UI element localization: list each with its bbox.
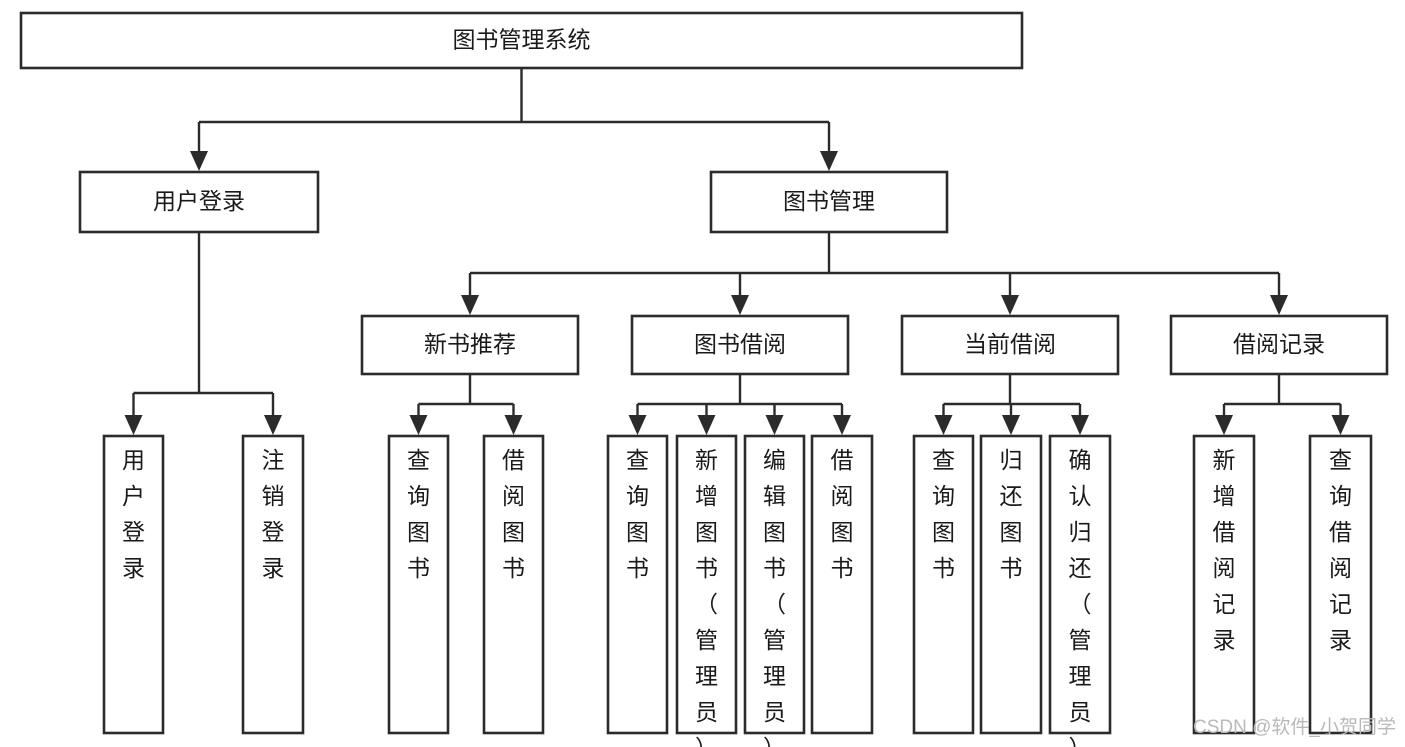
node-leaf-logout-login[interactable]: 注销登录 [241, 434, 305, 735]
arrow-head-icon [1002, 415, 1020, 435]
node-box-leaf-confirm-return-admin [1048, 434, 1112, 735]
arrow-head-icon [190, 151, 208, 171]
node-box-leaf-edit-book-admin [743, 434, 806, 735]
node-leaf-borrow-book[interactable]: 借阅图书 [810, 434, 874, 735]
node-box-leaf-add-book-admin [675, 434, 738, 735]
node-label-leaf-add-book-admin: 新增图书（管理员） [695, 447, 718, 747]
node-box-leaf-query-book-recommend [387, 434, 450, 735]
node-box-leaf-add-borrow-record [1192, 434, 1256, 735]
node-box-user-login [78, 170, 320, 234]
arrow-head-icon [1071, 415, 1089, 435]
node-leaf-query-book-borrow[interactable]: 查询图书 [606, 434, 669, 735]
node-box-leaf-return-book [979, 434, 1043, 735]
node-label-leaf-return-book: 归还图书 [1000, 447, 1023, 581]
node-box-leaf-logout-login [241, 434, 305, 735]
node-label-leaf-logout-login: 注销登录 [262, 447, 285, 581]
node-label-current-borrow: 当前借阅 [964, 331, 1056, 357]
arrow-head-icon [1270, 295, 1288, 315]
node-book-manage[interactable]: 图书管理 [709, 170, 949, 234]
arrow-head-icon [820, 151, 838, 171]
node-label-leaf-user-login: 用户登录 [122, 447, 145, 581]
node-label-leaf-add-borrow-record: 新增借阅记录 [1213, 447, 1236, 653]
arrow-head-icon [504, 415, 523, 435]
node-box-leaf-query-book-borrow [606, 434, 669, 735]
node-label-leaf-borrow-book-recommend: 借阅图书 [502, 447, 525, 581]
node-borrow-record[interactable]: 借阅记录 [1169, 314, 1389, 376]
watermark-label: CSDN @软件_小贺同学 [1193, 716, 1396, 738]
node-label-borrow-record: 借阅记录 [1233, 331, 1325, 357]
nodes-layer: 图书管理系统用户登录图书管理新书推荐图书借阅当前借阅借阅记录用户登录注销登录查询… [19, 11, 1389, 747]
node-label-leaf-query-book-borrow: 查询图书 [626, 447, 649, 581]
arrow-head-icon [264, 415, 282, 435]
node-current-borrow[interactable]: 当前借阅 [900, 314, 1120, 376]
node-leaf-add-book-admin[interactable]: 新增图书（管理员） [675, 434, 738, 747]
arrow-head-icon [765, 415, 784, 435]
node-leaf-query-borrow-record[interactable]: 查询借阅记录 [1308, 434, 1373, 735]
node-leaf-borrow-book-recommend[interactable]: 借阅图书 [482, 434, 545, 735]
node-leaf-query-book-current[interactable]: 查询图书 [912, 434, 975, 735]
connectors-layer [124, 68, 1350, 435]
node-label-leaf-query-borrow-record: 查询借阅记录 [1329, 447, 1352, 653]
node-box-borrow-record [1169, 314, 1389, 376]
node-label-root: 图书管理系统 [453, 27, 591, 53]
node-label-new-book-recommend: 新书推荐 [424, 331, 516, 357]
node-leaf-user-login[interactable]: 用户登录 [102, 434, 165, 735]
node-user-login[interactable]: 用户登录 [78, 170, 320, 234]
arrow-head-icon [1215, 415, 1233, 435]
node-label-book-manage: 图书管理 [783, 188, 875, 214]
node-leaf-edit-book-admin[interactable]: 编辑图书（管理员） [743, 434, 806, 747]
arrow-head-icon [833, 415, 851, 435]
node-label-book-borrow: 图书借阅 [694, 331, 786, 357]
arrow-head-icon [1331, 415, 1350, 435]
node-leaf-add-borrow-record[interactable]: 新增借阅记录 [1192, 434, 1256, 735]
node-book-borrow[interactable]: 图书借阅 [630, 314, 850, 376]
node-box-leaf-user-login [102, 434, 165, 735]
node-new-book-recommend[interactable]: 新书推荐 [360, 314, 580, 376]
arrow-head-icon [409, 415, 428, 435]
arrow-head-icon [628, 415, 647, 435]
node-label-leaf-confirm-return-admin: 确认归还（管理员） [1069, 447, 1092, 747]
arrow-head-icon [934, 415, 953, 435]
arrow-head-icon [1001, 295, 1019, 315]
node-box-leaf-query-book-current [912, 434, 975, 735]
arrow-head-icon [124, 415, 143, 435]
node-box-current-borrow [900, 314, 1120, 376]
arrow-head-icon [731, 295, 749, 315]
node-leaf-confirm-return-admin[interactable]: 确认归还（管理员） [1048, 434, 1112, 747]
node-label-leaf-edit-book-admin: 编辑图书（管理员） [763, 447, 786, 747]
node-root[interactable]: 图书管理系统 [19, 11, 1024, 70]
node-box-new-book-recommend [360, 314, 580, 376]
arrow-head-icon [461, 295, 479, 315]
node-leaf-query-book-recommend[interactable]: 查询图书 [387, 434, 450, 735]
node-box-root [19, 11, 1024, 70]
node-box-leaf-query-borrow-record [1308, 434, 1373, 735]
node-leaf-return-book[interactable]: 归还图书 [979, 434, 1043, 735]
node-box-book-manage [709, 170, 949, 234]
node-label-user-login: 用户登录 [153, 188, 245, 214]
node-box-leaf-borrow-book-recommend [482, 434, 545, 735]
node-label-leaf-query-book-recommend: 查询图书 [407, 447, 430, 581]
node-box-book-borrow [630, 314, 850, 376]
node-box-leaf-borrow-book [810, 434, 874, 735]
node-label-leaf-query-book-current: 查询图书 [932, 447, 955, 581]
arrow-head-icon [697, 415, 716, 435]
node-label-leaf-borrow-book: 借阅图书 [831, 447, 854, 581]
